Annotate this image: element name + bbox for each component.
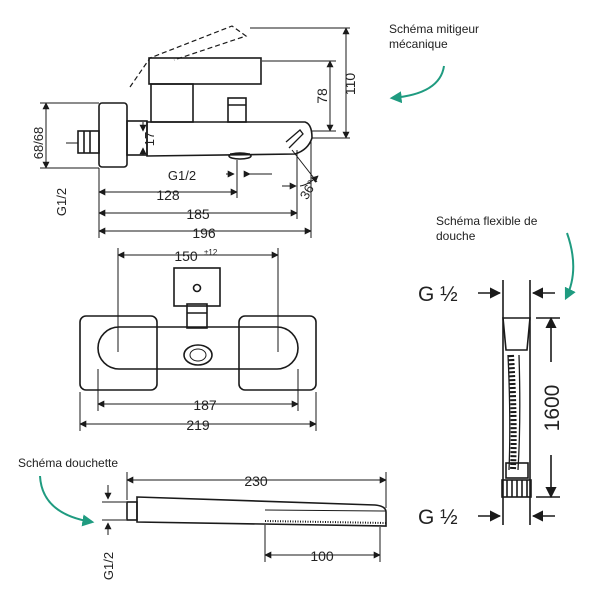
- dim-68-68: 68/68: [31, 127, 46, 160]
- dim-17: 17: [142, 132, 157, 146]
- dim-78: 78: [314, 88, 330, 104]
- shower-dimensions: [102, 472, 387, 562]
- caption-flexible: Schéma flexible de douche: [436, 214, 538, 243]
- dim-219: 219: [186, 417, 210, 433]
- dim-187: 187: [193, 397, 217, 413]
- callout-arrows: [39, 65, 576, 527]
- dim-128: 128: [156, 187, 180, 203]
- dim-230: 230: [244, 473, 268, 489]
- hand-shower: [126, 496, 387, 527]
- dim-g12-shower: G1/2: [101, 552, 116, 580]
- caption-douchette: Schéma douchette: [18, 456, 119, 470]
- dim-g12-side: G1/2: [54, 188, 69, 216]
- dim-g12-bottom: G1/2: [168, 168, 196, 183]
- mixer-side-dimensions: [40, 27, 350, 238]
- dim-150: 150: [174, 248, 198, 264]
- hose-thread-top: G ½: [418, 283, 458, 306]
- dim-100: 100: [310, 548, 334, 564]
- mixer-side-view: [77, 25, 313, 168]
- callout-arrow-douchette: [39, 475, 95, 527]
- dim-150-tolerance: ±12: [204, 248, 218, 257]
- mixer-front-dimensions: [79, 248, 317, 431]
- callout-arrow-mitigeur: [389, 65, 445, 104]
- dim-185: 185: [186, 206, 210, 222]
- hose-dimensions: [478, 280, 560, 525]
- mixer-front-view: [79, 267, 317, 391]
- hose-length: 1600: [541, 385, 564, 432]
- shower-hose: [501, 317, 532, 498]
- dim-110: 110: [342, 73, 358, 96]
- hose-thread-bottom: G ½: [418, 506, 458, 529]
- dim-196: 196: [192, 225, 216, 241]
- callout-arrow-flexible: [564, 232, 576, 301]
- caption-mitigeur: Schéma mitigeur mécanique: [389, 22, 480, 51]
